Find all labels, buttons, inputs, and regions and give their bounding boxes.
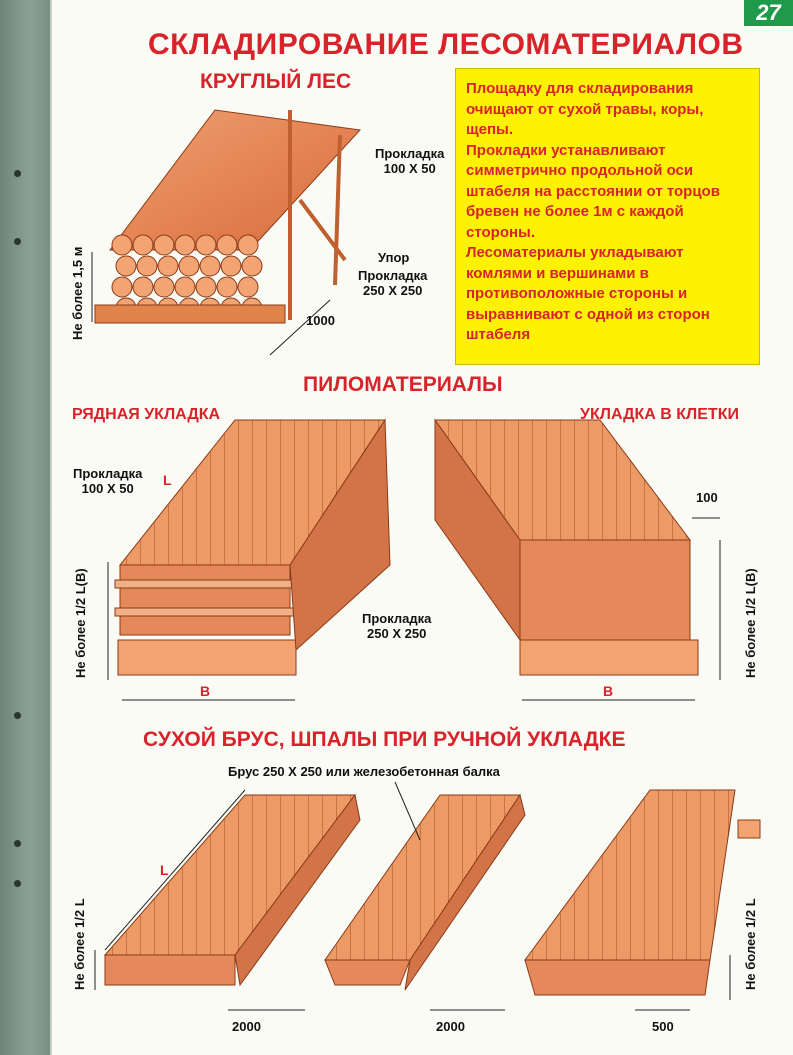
max-height-label: Не более 1,5 м xyxy=(70,246,85,340)
log-end xyxy=(132,234,154,256)
binding-hole xyxy=(14,712,21,719)
lumber-spacer-large-label: Прокладка 250 Х 250 xyxy=(362,611,432,641)
log-end xyxy=(174,234,196,256)
log-end xyxy=(136,255,158,277)
page-number: 27 xyxy=(744,0,793,26)
row-stacking-title: РЯДНАЯ УКЛАДКА xyxy=(72,406,221,423)
log-end xyxy=(115,255,137,277)
beam-caption: Брус 250 Х 250 или железобетонная балка xyxy=(228,764,500,779)
lumber-spacer-small-label: Прокладка 100 Х 50 xyxy=(73,466,143,496)
log-end xyxy=(237,276,259,298)
beam-dist-3: 500 xyxy=(652,1019,674,1034)
log-end xyxy=(153,234,175,256)
log-end xyxy=(199,255,221,277)
spacer-small-label: Прокладка 100 Х 50 xyxy=(375,146,445,176)
note-paragraph: Прокладки устанавливают симметрично прод… xyxy=(466,141,720,241)
beam-max-height-right: Не более 1/2 L xyxy=(743,898,758,990)
spacer-large-label: Прокладка 250 Х 250 xyxy=(358,268,428,298)
lumber-gap-label: 100 xyxy=(696,490,718,505)
beam-stack-3 xyxy=(524,789,761,996)
distance-label: 1000 xyxy=(306,313,335,328)
round-log-pile xyxy=(94,109,362,324)
beam-heading: СУХОЙ БРУС, ШПАЛЫ ПРИ РУЧНОЙ УКЛАДКЕ xyxy=(143,728,626,751)
log-end xyxy=(111,276,133,298)
log-end xyxy=(220,255,242,277)
log-end xyxy=(178,255,200,277)
log-end xyxy=(216,234,238,256)
row-stack xyxy=(114,418,391,676)
binding-hole xyxy=(14,170,21,177)
binding-hole xyxy=(14,880,21,887)
binding-hole xyxy=(14,238,21,245)
log-end xyxy=(195,276,217,298)
note-paragraph: Площадку для складирования очищают от су… xyxy=(466,80,704,138)
note-paragraph: Лесоматериалы укладывают комлями и верши… xyxy=(466,244,710,343)
log-end xyxy=(157,255,179,277)
beam-stack-1 xyxy=(103,793,361,987)
lumber-width-right-label: В xyxy=(603,683,614,699)
page-binding xyxy=(0,0,50,1055)
lumber-max-height-left: Не более 1/2 L(B) xyxy=(73,568,88,678)
stop-label: Упор xyxy=(378,250,410,265)
beam-dist-2: 2000 xyxy=(436,1019,465,1034)
log-end xyxy=(237,234,259,256)
lumber-length-label: L xyxy=(163,472,172,488)
beam-dist-1: 2000 xyxy=(232,1019,261,1034)
dimension-lines xyxy=(91,252,731,1011)
crib-stack xyxy=(434,418,699,676)
binding-hole xyxy=(14,840,21,847)
log-end xyxy=(132,276,154,298)
log-end xyxy=(241,255,263,277)
round-wood-heading: КРУГЛЫЙ ЛЕС xyxy=(200,70,352,93)
beam-max-height-left: Не более 1/2 L xyxy=(72,898,87,990)
lumber-max-height-right: Не более 1/2 L(B) xyxy=(743,568,758,678)
lumber-heading: ПИЛОМАТЕРИАЛЫ xyxy=(303,373,503,396)
log-end xyxy=(216,276,238,298)
log-end xyxy=(153,276,175,298)
log-end xyxy=(195,234,217,256)
beam-length-label: L xyxy=(160,862,169,878)
beam-stack-2 xyxy=(324,793,526,991)
instructions-note: Площадку для складирования очищают от су… xyxy=(455,68,760,365)
crib-stacking-title: УКЛАДКА В КЛЕТКИ xyxy=(580,406,739,423)
lumber-width-left-label: В xyxy=(200,683,211,699)
log-end xyxy=(111,234,133,256)
page-title: СКЛАДИРОВАНИЕ ЛЕСОМАТЕРИАЛОВ xyxy=(148,28,744,61)
log-end xyxy=(174,276,196,298)
